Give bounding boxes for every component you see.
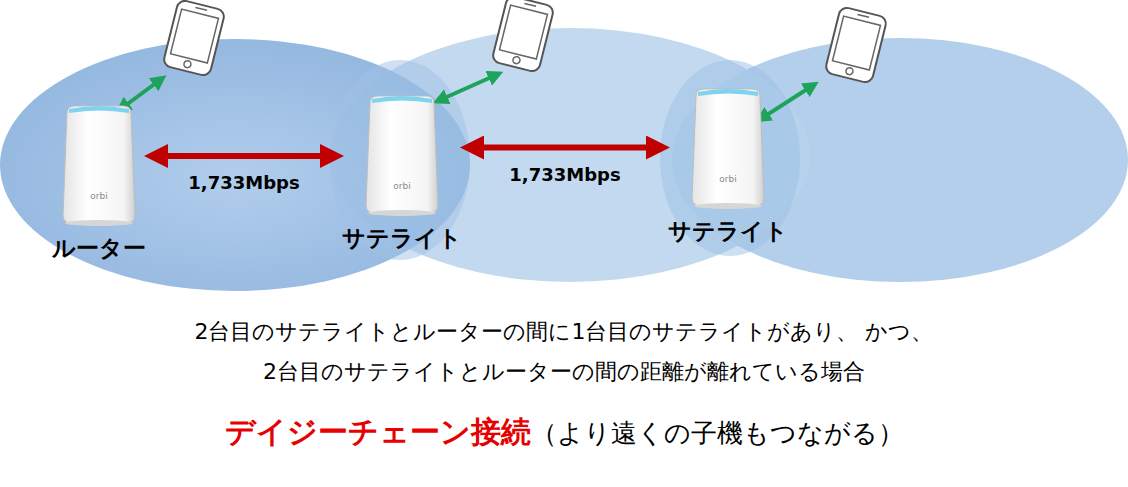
device-label: サテライト <box>668 216 788 247</box>
speed-label: 1,733Mbps <box>509 164 620 185</box>
device-body: orbi <box>59 103 139 227</box>
device-label: サテライト <box>342 223 462 254</box>
wireless-link-arrow <box>122 80 160 108</box>
phone-icon <box>491 0 554 73</box>
backhaul-arrow <box>472 145 658 151</box>
headline-note: （より遠くの子機もつながる） <box>531 418 904 448</box>
speed-label: 1,733Mbps <box>188 172 299 193</box>
device-shape <box>688 86 768 210</box>
device-shape <box>59 103 139 227</box>
backhaul-arrow <box>156 153 332 159</box>
brand-logo: orbi <box>362 181 442 191</box>
coverage-area <box>330 28 810 282</box>
caption: 2台目のサテライトとルーターの間に1台目のサテライトがあり、 かつ、2台目のサテ… <box>114 312 1014 392</box>
wifi-device: orbi サテライト <box>342 93 462 254</box>
headline: デイジーチェーン接続 <box>225 414 531 449</box>
label-line: デイジーチェーン接続（より遠くの子機もつながる） <box>0 412 1128 453</box>
device-body: orbi <box>362 93 442 217</box>
brand-logo: orbi <box>59 191 139 201</box>
device-shape <box>362 93 442 217</box>
caption-text: 2台目のサテライトとルーターの間に1台目のサテライトがあり、 かつ、2台目のサテ… <box>195 319 934 384</box>
device-body: orbi <box>688 86 768 210</box>
overlap-area <box>330 60 470 260</box>
coverage-area <box>0 39 470 291</box>
wireless-link-arrow <box>440 75 496 100</box>
overlap-area <box>660 60 800 256</box>
wifi-device: orbi サテライト <box>668 86 788 247</box>
phone-icon <box>824 6 887 84</box>
device-label: ルーター <box>52 233 146 264</box>
wifi-device: orbi ルーター <box>52 103 146 264</box>
wireless-link-arrow <box>762 86 812 118</box>
brand-logo: orbi <box>688 174 768 184</box>
phone-icon <box>162 0 225 77</box>
